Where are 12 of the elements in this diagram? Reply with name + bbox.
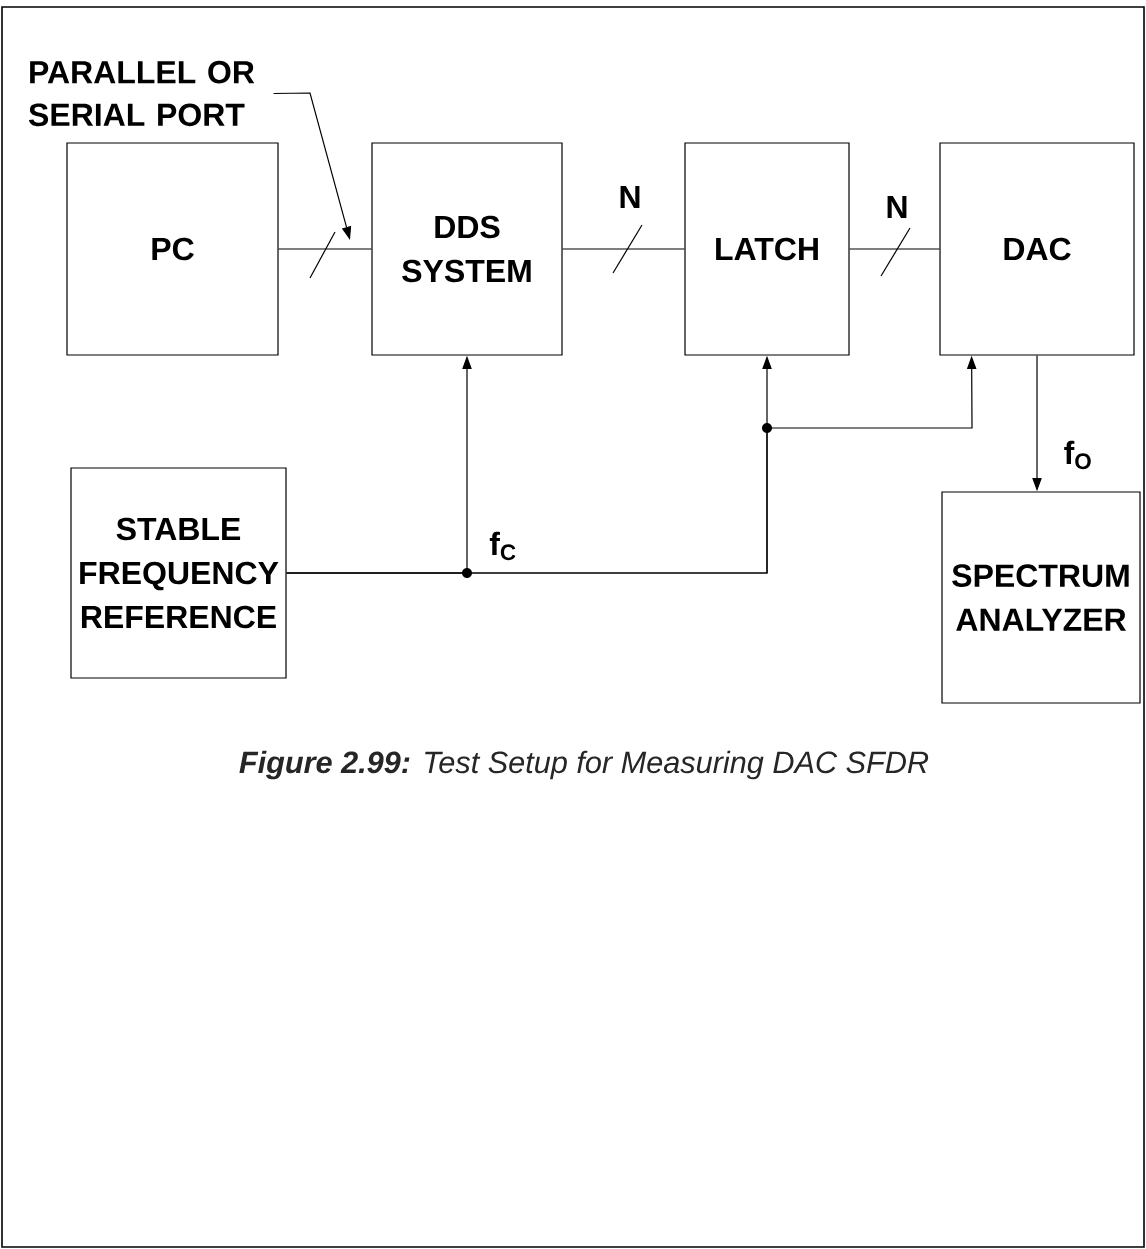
block-box: STABLE FREQUENCY REFERENCE	[70, 467, 287, 679]
edge-label: N	[884, 194, 910, 220]
block-box: PC	[66, 142, 279, 356]
caption: Figure 2.99: Test Setup for Measuring DAC SFDR	[239, 750, 929, 780]
block-box: DAC	[939, 142, 1135, 356]
block-box: SPECTRUM ANALYZER	[941, 491, 1141, 704]
edge-label: f$_{O}$	[1062, 439, 1094, 471]
block-box: LATCH	[684, 142, 850, 356]
block-box: DDS SYSTEM	[371, 142, 563, 356]
edge-label: N	[617, 184, 643, 210]
edge-label: f$_{C}$	[487, 530, 519, 562]
callout-text: PARALLEL OR SERIAL PORT	[28, 60, 255, 127]
